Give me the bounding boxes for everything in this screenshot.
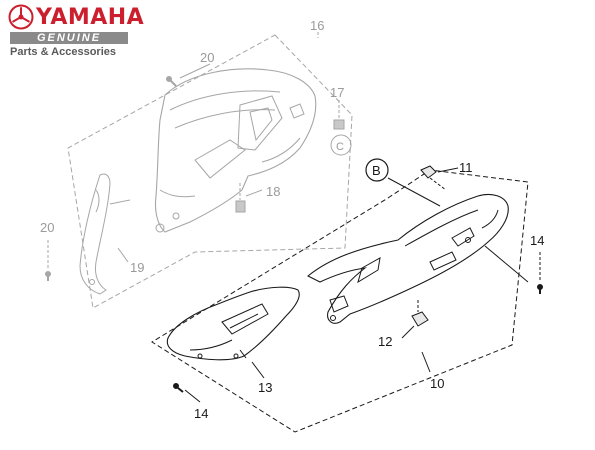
callout-14-bottom: 14 [194,406,208,421]
callout-20-left: 20 [40,220,54,235]
screw-20-top [166,76,177,87]
screw-20-left [45,240,51,281]
callout-10: 10 [430,376,444,391]
faded-assembly-group [45,32,353,309]
callout-12: 12 [378,334,392,349]
detail-marker-b [365,158,389,182]
callout-c: C [336,141,344,153]
yamaha-logo: YAMAHA GENUINE Parts & Accessories [6,4,145,58]
brand-tagline: Parts & Accessories [10,46,116,58]
callout-20-top: 20 [200,50,214,65]
front-side-cover-13 [166,286,300,361]
clip-18 [235,183,246,213]
side-cover-panel-10 [306,193,509,324]
callout-13: 13 [258,380,272,395]
nut-12 [411,300,429,327]
callout-19: 19 [130,260,144,275]
callout-11: 11 [459,160,473,175]
callout-14-right: 14 [530,233,544,248]
screw-14-right [537,252,543,294]
brand-line: GENUINE [10,32,128,44]
callout-17: 17 [330,85,344,100]
callout-b: B [372,163,381,178]
detail-marker-c [330,134,352,156]
nut-17 [333,119,345,130]
nut-11 [420,165,447,191]
side-cover-group [151,158,543,433]
callout-16: 16 [310,18,324,33]
screw-14-bottom [173,383,201,403]
group-box-10 [151,169,529,433]
group-box-16 [67,34,353,309]
brand-name: YAMAHA [36,5,145,30]
front-cowl-panel [154,68,317,233]
callout-18: 18 [266,184,280,199]
side-bracket-19 [79,173,111,295]
tuning-fork-emblem-icon [8,4,34,30]
